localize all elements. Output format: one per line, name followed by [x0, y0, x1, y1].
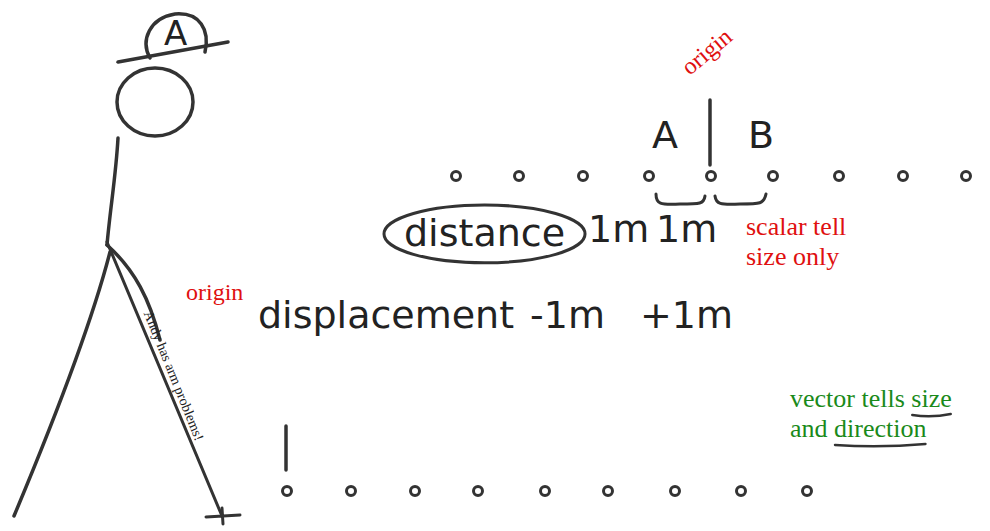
vector-note: vector tells size and direction	[790, 384, 964, 444]
arm-note: Andy has arm problems!	[140, 309, 206, 443]
bracket	[715, 194, 766, 204]
left-leg	[14, 252, 110, 516]
node-text: distance	[404, 213, 565, 255]
head	[117, 68, 193, 136]
dot-row	[283, 487, 812, 496]
body	[107, 138, 118, 245]
origin-label: origin	[677, 24, 737, 80]
distance-value: 1m	[588, 210, 649, 250]
distance-value: 1m	[656, 210, 717, 250]
hand	[206, 508, 240, 524]
origin-mark	[284, 426, 288, 470]
displacement-term: displacement	[258, 296, 514, 336]
underline	[835, 444, 925, 446]
point-name: B	[748, 116, 774, 156]
circled-term: distance	[382, 203, 587, 265]
dot-row	[452, 172, 971, 181]
point-name: A	[652, 116, 678, 156]
cap	[146, 14, 206, 58]
scalar-note: scalar tell size only	[746, 212, 855, 272]
origin-label: origin	[186, 280, 243, 305]
origin-mark	[708, 100, 712, 165]
displacement-value: -1m	[530, 296, 605, 336]
displacement-value: +1m	[640, 296, 733, 336]
bracket	[656, 194, 705, 204]
cap-letter: A	[164, 16, 187, 52]
